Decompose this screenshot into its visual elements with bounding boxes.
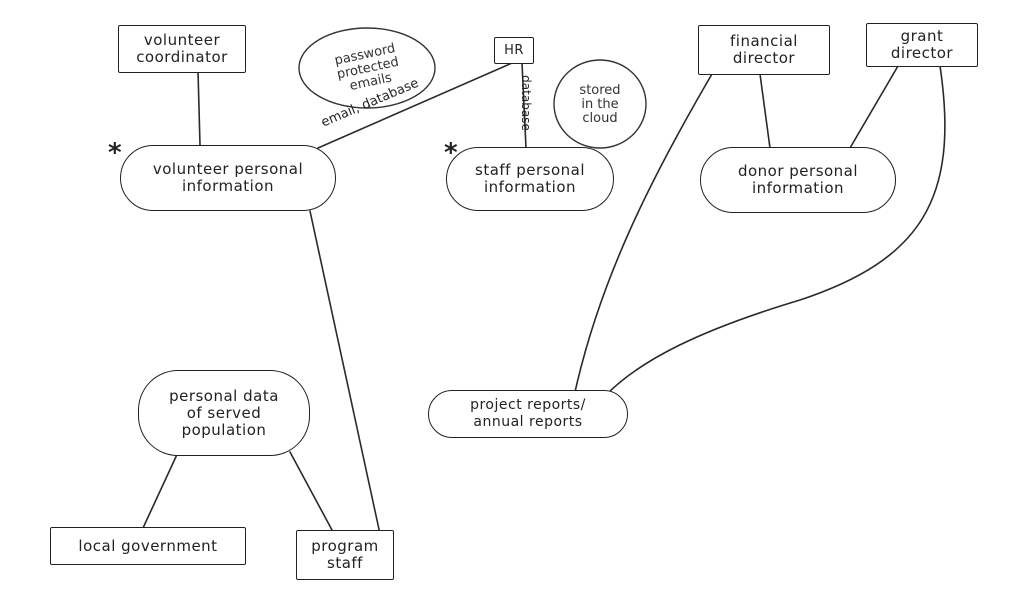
served-population-node: personal data of served population (138, 370, 310, 456)
edge-financial-donor-info (759, 73, 771, 149)
edge-grant-project-reports (604, 65, 946, 397)
financial-director-node: financial director (698, 25, 830, 75)
cloud-outline-password (298, 27, 436, 109)
edge-coordinator-volunteer-info (197, 70, 201, 146)
cloud-outline-stored (553, 59, 647, 149)
local-government-node: local government (50, 527, 246, 565)
sensitive-marker-staff: * (444, 138, 458, 168)
program-staff-node: program staff (296, 530, 394, 580)
edge-grant-donor-info (849, 65, 899, 149)
edge-hr-staff-info (521, 62, 527, 149)
grant-director-node: grant director (866, 23, 978, 67)
edge-hr-volunteer-info (317, 62, 513, 149)
volunteer-coordinator-node: volunteer coordinator (118, 25, 246, 73)
staff-info-node: staff personal information (446, 147, 614, 211)
edge-volunteer-info-program-staff (309, 210, 381, 535)
edge-population-program-staff (289, 451, 333, 531)
database-label: database (518, 75, 533, 131)
edge-population-local-government (142, 447, 181, 529)
edge-financial-project-reports (574, 73, 713, 393)
sensitive-marker-volunteer: * (108, 138, 122, 168)
hr-node: HR (494, 37, 534, 64)
project-reports-node: project reports/ annual reports (428, 390, 628, 438)
volunteer-info-node: volunteer personal information (120, 145, 336, 211)
stored-in-cloud-note: stored in the cloud (579, 83, 621, 126)
donor-info-node: donor personal information (700, 147, 896, 213)
